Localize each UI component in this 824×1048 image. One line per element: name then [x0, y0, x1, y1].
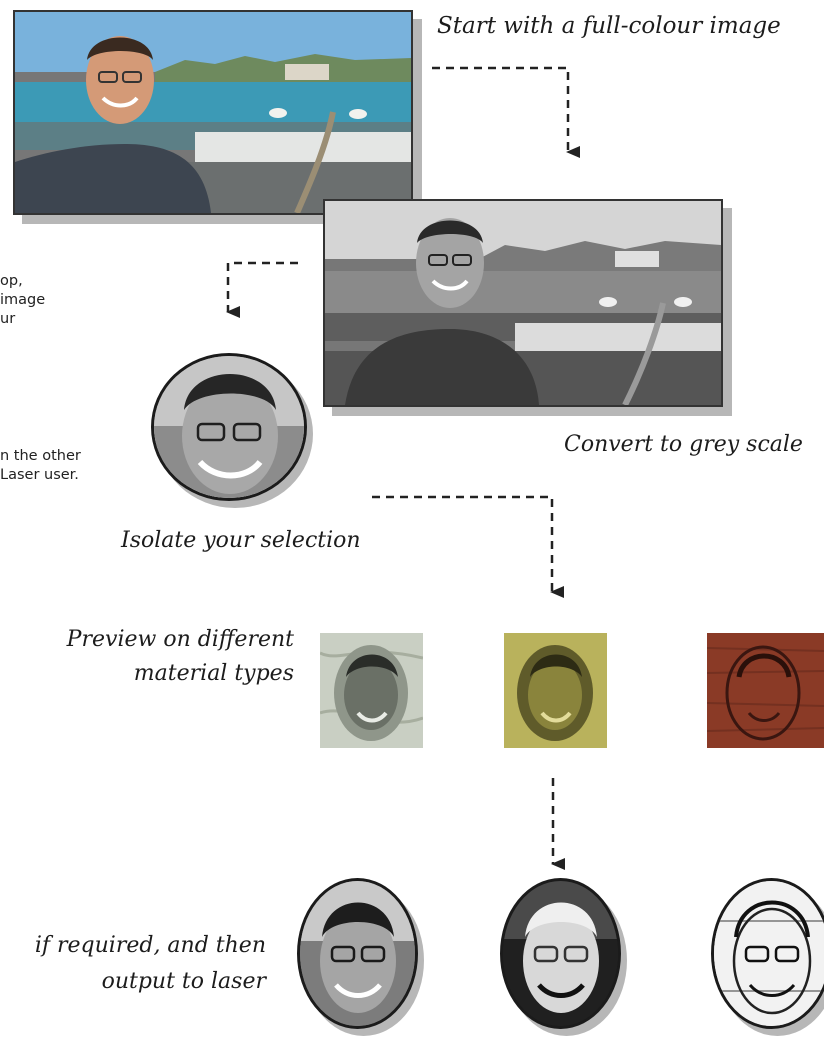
caption-output-2: output to laser — [101, 969, 266, 994]
caption-start: Start with a full-colour image — [437, 13, 781, 39]
output-oval-1-image — [300, 881, 415, 1026]
caption-output-1: if required, and then — [34, 933, 266, 958]
dashed-arrow-icon — [432, 66, 580, 158]
side-text-4: n the other — [0, 448, 81, 464]
swatch-marble-image — [320, 633, 423, 748]
output-oval-3-image — [714, 881, 824, 1026]
output-oval-3 — [711, 878, 824, 1029]
swatch-olive-image — [504, 633, 607, 748]
swatch-wood — [707, 633, 824, 748]
caption-convert: Convert to grey scale — [564, 432, 803, 457]
side-text-3: ur — [0, 311, 16, 327]
caption-preview-1: Preview on different — [66, 627, 294, 652]
greyscale-photo-image — [325, 201, 721, 405]
swatch-wood-image — [707, 633, 824, 748]
swatch-olive — [504, 633, 607, 748]
side-text-5: Laser user. — [0, 467, 79, 483]
caption-preview-2: material types — [133, 661, 294, 686]
dashed-arrow-icon — [372, 495, 564, 598]
caption-isolate: Isolate your selection — [121, 528, 361, 553]
isolated-selection-oval — [151, 353, 307, 501]
dashed-arrow-icon — [226, 261, 298, 318]
output-oval-2-image — [503, 881, 618, 1026]
greyscale-photo — [323, 199, 723, 407]
colour-photo — [13, 10, 413, 215]
side-text-1: op, — [0, 273, 23, 289]
side-text-2: image — [0, 292, 46, 308]
colour-photo-image — [15, 12, 411, 213]
output-oval-1 — [297, 878, 418, 1029]
swatch-marble — [320, 633, 423, 748]
output-oval-2 — [500, 878, 621, 1029]
